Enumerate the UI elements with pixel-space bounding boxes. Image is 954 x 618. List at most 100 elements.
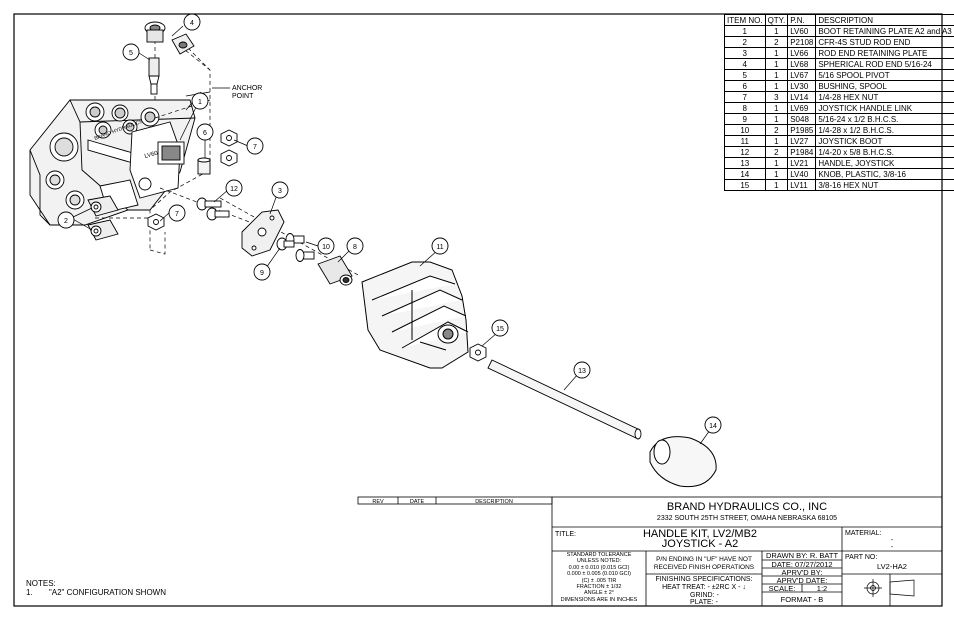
bom-part-number: P1985 (787, 124, 817, 136)
tolerance-line: DIMENSIONS ARE IN INCHES (560, 596, 638, 603)
material-value-2: - (890, 544, 894, 551)
bom-qty: 1 (764, 135, 789, 147)
svg-text:4: 4 (190, 20, 194, 27)
bom-part-number: S048 (787, 113, 817, 125)
svg-text:12: 12 (230, 186, 238, 193)
bom-qty: 1 (764, 25, 789, 37)
bom-qty: 1 (764, 113, 789, 125)
callout-7b: 7 (168, 204, 186, 222)
scale-value: 1:2 (816, 584, 828, 593)
tolerance-block: STANDARD TOLERANCE UNLESS NOTED: 0.00 ± … (552, 552, 646, 603)
bom-description: KNOB, PLASTIC, 3/8-16 (815, 168, 954, 180)
bushing-spool (197, 157, 211, 175)
callout-11: 11 (431, 237, 449, 255)
spool-pivot-fitting (171, 33, 195, 55)
title-block-grid (551, 496, 943, 607)
bom-header-item: ITEM NO. (724, 14, 766, 26)
bom-qty: 1 (764, 69, 789, 81)
part-number: LV2-HA2 (877, 562, 907, 571)
plate: PLATE: - (690, 599, 718, 606)
callout-5: 5 (122, 43, 140, 61)
part-no-label: PART NO: (845, 554, 878, 561)
title-label: TITLE: (555, 531, 577, 538)
bom-qty: 2 (764, 146, 789, 158)
callout-9: 9 (253, 263, 271, 281)
callout-8: 8 (346, 237, 364, 255)
bom-description: JOYSTICK HANDLE LINK (815, 102, 954, 114)
callout-13: 13 (573, 361, 591, 379)
spherical-rod-end (144, 21, 166, 43)
bom-description: 1/4-20 x 5/8 B.H.C.S. (815, 146, 954, 158)
notes: NOTES: 1. "A2" CONFIGURATION SHOWN (26, 579, 166, 597)
tolerance-line: ANGLE ± 2° (584, 590, 614, 597)
bom-part-number: LV67 (787, 69, 817, 81)
format: FORMAT - B (780, 595, 824, 604)
bom-item-no: 7 (724, 91, 766, 103)
bom-part-number: LV60 (787, 25, 817, 37)
grind: GRIND: - (690, 592, 719, 599)
sheet-border (13, 13, 943, 607)
bom-description: 1/4-28 HEX NUT (815, 91, 954, 103)
bom-item-no: 6 (724, 80, 766, 92)
plastic-knob (649, 436, 717, 488)
svg-text:11: 11 (436, 244, 443, 251)
bom-qty: 1 (764, 102, 789, 114)
svg-text:15: 15 (496, 326, 504, 333)
tolerance-line: FRACTION ± 1/32 (576, 584, 622, 591)
bom-item-no: 8 (724, 102, 766, 114)
svg-text:2: 2 (64, 218, 68, 225)
svg-text:3: 3 (278, 188, 282, 195)
bom-header-description: DESCRIPTION (815, 14, 954, 26)
svg-text:9: 9 (260, 270, 264, 277)
note-1-text: "A2" CONFIGURATION SHOWN (48, 588, 166, 597)
valve-body (29, 99, 196, 226)
bom-part-number: P1984 (787, 146, 817, 158)
bom-part-number: LV69 (787, 102, 817, 114)
svg-text:7: 7 (253, 144, 257, 151)
bom-description: 1/4-28 x 1/2 B.H.C.S. (815, 124, 954, 136)
callout-leaders (70, 25, 711, 445)
callout-12: 12 (225, 179, 243, 197)
finishing-label: FINISHING SPECIFICATIONS: (655, 576, 753, 583)
callout-14: 14 (704, 416, 722, 434)
svg-text:8: 8 (353, 244, 357, 251)
valve-marking-lv60: LV60 (144, 150, 159, 159)
svg-text:10: 10 (322, 244, 330, 251)
bom-description: 5/16-24 x 1/2 B.H.C.S. (815, 113, 954, 125)
company-address: 2332 SOUTH 25TH STREET, OMAHA NEBRASKA 6… (656, 515, 838, 522)
scale-label: SCALE: (768, 584, 796, 593)
pn-note-2: RECEIVED FINISH OPERATIONS (653, 564, 755, 571)
heat-treat: HEAT TREAT: - ±2RC X - ↓ (662, 584, 746, 591)
callout-15: 15 (491, 319, 509, 337)
bom-description: 5/16 SPOOL PIVOT (815, 69, 954, 81)
callout-3: 3 (271, 181, 289, 199)
drawn-by: DRAWN BY: R. BATT (765, 551, 839, 560)
bom-part-number: P2108 (787, 36, 817, 48)
tolerance-line: 0.000 ± 0.005 (0.010 GCI) (567, 571, 631, 578)
bom-header-row: ITEM NO. QTY. P.N. DESCRIPTION (724, 14, 954, 26)
svg-text:5: 5 (129, 50, 133, 57)
company-name: BRAND HYDRAULICS CO., INC (666, 501, 828, 513)
joystick-handle-rod (487, 359, 642, 440)
hex-nut-15 (469, 343, 487, 362)
bom-qty: 2 (764, 36, 789, 48)
material-label: MATERIAL: (845, 530, 882, 537)
bom-description: CFR-4S STUD ROD END (815, 36, 954, 48)
bom-item-no: 4 (724, 58, 766, 70)
bom-item-no: 2 (724, 36, 766, 48)
bom-item-no: 12 (724, 146, 766, 158)
bom-description: BOOT RETAINING PLATE A2 and A3 (815, 25, 954, 37)
callout-7a: 7 (246, 137, 264, 155)
bom-header-pn: P.N. (787, 14, 817, 26)
bom-description: JOYSTICK BOOT (815, 135, 954, 147)
bom-item-no: 10 (724, 124, 766, 136)
